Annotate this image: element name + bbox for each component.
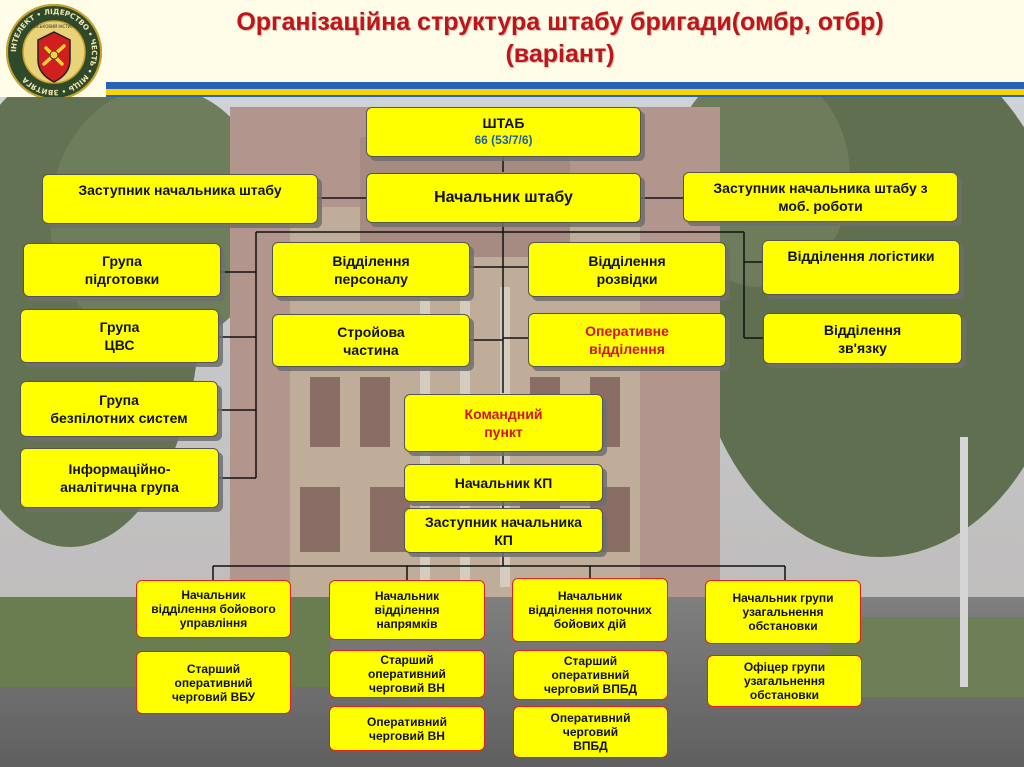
node-st-cherg-vpbd-label: Старший оперативний черговий ВПБД — [543, 654, 638, 696]
node-grupa-tsvs: Група ЦВС — [20, 309, 219, 363]
node-st-cherg-vbu: Старший оперативний черговий ВБУ — [136, 651, 291, 714]
node-nach-grupy-uo: Начальник групи узагальнення обстановки — [705, 580, 861, 644]
node-ofitser-grupy-uo: Офіцер групи узагальнення обстановки — [707, 655, 862, 707]
header-stripe-yellow — [106, 89, 1024, 95]
node-operatyvne-viddilennia: Оперативне відділення — [528, 313, 726, 367]
node-viddilennia-zviazku-label: Відділення зв'язку — [823, 321, 902, 356]
node-nach-bu: Начальник відділення бойового управління — [136, 580, 291, 638]
node-nachalnyk-shtabu-label: Начальник штабу — [434, 189, 573, 206]
header-stripe-blue — [106, 82, 1024, 89]
node-shtab: ШТАБ 66 (53/7/6) — [366, 107, 641, 157]
node-grupa-tsvs-label: Група ЦВС — [99, 319, 140, 353]
node-komandnyi-punkt-label: Командний пункт — [464, 406, 543, 440]
node-zastupnyk-mob: Заступник начальника штабу з моб. роботи — [683, 172, 958, 222]
node-operatyvne-viddilennia-label: Оперативне відділення — [585, 323, 669, 357]
node-nach-napriamkiv: Начальник відділення напрямків — [329, 580, 485, 640]
node-st-cherg-vpbd: Старший оперативний черговий ВПБД — [513, 650, 668, 700]
node-viddilennia-zviazku: Відділення зв'язку — [763, 313, 962, 364]
institute-emblem-logo: ІНТЕЛЕКТ • ЛІДЕРСТВО • ЧЕСТЬ • МІЦЬ • ЗВ… — [6, 4, 102, 100]
node-op-cherg-vpbd-label: Оперативний черговий ВПБД — [550, 711, 631, 753]
node-zastupnyk-ns: Заступник начальника штабу — [42, 174, 318, 224]
node-shtab-staff-count: 66 (53/7/6) — [474, 133, 533, 147]
node-nach-napriamkiv-label: Начальник відділення напрямків — [374, 589, 440, 631]
node-op-cherg-vn: Оперативний черговий ВН — [329, 706, 485, 751]
node-zastupnyk-kp: Заступник начальника КП — [404, 508, 603, 553]
node-info-grupa-label: Інформаційно- аналітична група — [60, 461, 179, 495]
node-viddilennia-personalu: Відділення персоналу — [272, 242, 470, 297]
header-banner — [0, 0, 1024, 97]
node-ofitser-grupy-uo-label: Офіцер групи узагальнення обстановки — [743, 660, 826, 702]
node-zastupnyk-mob-label: Заступник начальника штабу з моб. роботи — [713, 180, 928, 214]
node-grupa-bps-label: Група безпілотних систем — [50, 392, 188, 426]
node-viddilennia-logistyky-label: Відділення логістики — [787, 248, 935, 264]
node-stroiova-chastyna: Стройова частина — [272, 314, 470, 367]
node-nach-potochnykh: Начальник відділення поточних бойових ді… — [512, 578, 668, 642]
node-grupa-pidgotovky: Група підготовки — [23, 243, 221, 297]
node-st-cherg-vn: Старший оперативний черговий ВН — [329, 650, 485, 698]
page-title: Організаційна структура штабу бригади(ом… — [110, 6, 1010, 70]
node-op-cherg-vpbd: Оперативний черговий ВПБД — [513, 706, 668, 758]
node-shtab-label: ШТАБ — [482, 115, 525, 131]
node-nach-bu-label: Начальник відділення бойового управління — [151, 588, 276, 630]
page-title-text: Організаційна структура штабу бригади(ом… — [236, 8, 884, 68]
node-zastupnyk-ns-label: Заступник начальника штабу — [78, 182, 282, 198]
node-komandnyi-punkt: Командний пункт — [404, 394, 603, 452]
node-st-cherg-vn-label: Старший оперативний черговий ВН — [368, 653, 446, 695]
node-op-cherg-vn-label: Оперативний черговий ВН — [367, 714, 447, 743]
node-zastupnyk-kp-label: Заступник начальника КП — [425, 513, 582, 548]
node-grupa-bps: Група безпілотних систем — [20, 381, 218, 437]
node-nachalnyk-kp: Начальник КП — [404, 464, 603, 502]
node-nachalnyk-shtabu: Начальник штабу — [366, 173, 641, 223]
header-stripe-blue-thin — [106, 95, 1024, 97]
node-st-cherg-vbu-label: Старший оперативний черговий ВБУ — [171, 661, 256, 704]
node-viddilennia-rozvidky: Відділення розвідки — [528, 242, 726, 297]
logo-center-text: ВІЙСЬКОВИЙ ІНСТИТУТ — [30, 24, 79, 29]
node-viddilennia-rozvidky-label: Відділення розвідки — [588, 252, 666, 287]
node-viddilennia-logistyky: Відділення логістики — [762, 240, 960, 295]
node-stroiova-chastyna-label: Стройова частина — [337, 323, 405, 358]
node-nach-potochnykh-label: Начальник відділення поточних бойових ді… — [528, 589, 652, 631]
node-nach-grupy-uo-label: Начальник групи узагальнення обстановки — [732, 591, 834, 633]
node-info-grupa: Інформаційно- аналітична група — [20, 448, 219, 508]
node-viddilennia-personalu-label: Відділення персоналу — [332, 252, 410, 287]
node-nachalnyk-kp-label: Начальник КП — [454, 475, 553, 491]
node-grupa-pidgotovky-label: Група підготовки — [84, 253, 160, 287]
